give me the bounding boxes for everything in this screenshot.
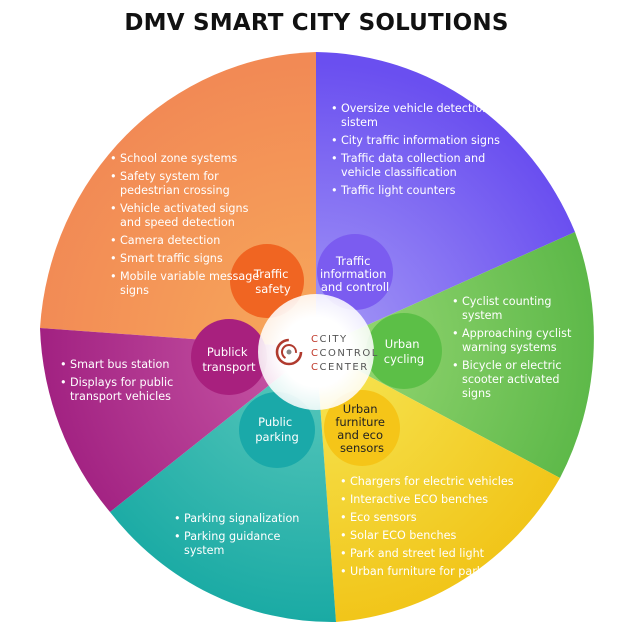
page-title: DMV SMART CITY SOLUTIONS [124, 10, 509, 36]
svg-text:Traffic information: Traffic information and controll [320, 254, 390, 294]
list-item: Park and street led light [340, 547, 530, 561]
city-control-center-logo-icon [275, 338, 303, 366]
center-line-2: CONTROL [319, 348, 378, 359]
center-line-1: CITY [319, 334, 347, 345]
public-transport-list: Smart bus stationDisplays for public tra… [60, 358, 190, 408]
list-item: Bicycle or electric scooter activated si… [452, 359, 582, 401]
svg-text:Publick transport: Publick transport [202, 345, 256, 374]
traffic-safety-list: School zone systemsSafety system for ped… [110, 152, 270, 302]
list-item: Safety system for pedestrian crossing [110, 170, 270, 198]
list-item: Traffic light counters [331, 184, 501, 198]
list-item: Smart bus station [60, 358, 190, 372]
node-traffic-info: Traffic information and controll [317, 234, 393, 310]
list-item: Mobile variable message signs [110, 270, 270, 298]
svg-text:Urban furniture an: Urban furniture and eco sensors [335, 402, 388, 455]
list-item: Camera detection [110, 234, 270, 248]
svg-text:CCITY CCONTROL CCE: CCITY CCONTROL CCENTER [311, 334, 384, 373]
svg-text:Urban cycling: Urban cycling [384, 337, 424, 366]
list-item: Interactive ECO benches [340, 493, 530, 507]
list-item: School zone systems [110, 152, 270, 166]
list-item: Parking guidance system [174, 530, 324, 558]
list-item: Chargers for electric vehicles [340, 475, 530, 489]
center-line-3: CENTER [319, 362, 368, 373]
list-item: Solar ECO benches [340, 529, 530, 543]
urban-furniture-list: Chargers for electric vehiclesInteractiv… [340, 475, 530, 583]
node-public-parking: Public parking [239, 392, 315, 468]
list-item: Displays for public transport vehicles [60, 376, 190, 404]
urban-cycling-list: Cyclist counting systemApproaching cycli… [452, 295, 582, 405]
list-item: Eco sensors [340, 511, 530, 525]
node-urban-furniture: Urban furniture and eco sensors [324, 390, 400, 466]
node-urban-cycling: Urban cycling [366, 313, 442, 389]
list-item: Approaching cyclist warning systems [452, 327, 582, 355]
svg-text:Public parking: Public parking [255, 415, 299, 444]
list-item: Traffic data collection and vehicle clas… [331, 152, 501, 180]
traffic-info-list: Oversize vehicle detection sistemCity tr… [331, 102, 501, 202]
list-item: Smart traffic signs [110, 252, 270, 266]
list-item: Cyclist counting system [452, 295, 582, 323]
sector-urban-cycling [316, 232, 594, 478]
node-public-transport: Publick transport [191, 319, 267, 395]
list-item: City traffic information signs [331, 134, 501, 148]
city-control-center: CCITY CCONTROL CCENTER [258, 294, 384, 410]
list-item: Parking signalization [174, 512, 324, 526]
list-item: Urban furniture for park [340, 565, 530, 579]
public-parking-list: Parking signalizationParking guidance sy… [174, 512, 324, 562]
list-item: Vehicle activated signs and speed detect… [110, 202, 270, 230]
list-item: Oversize vehicle detection sistem [331, 102, 501, 130]
